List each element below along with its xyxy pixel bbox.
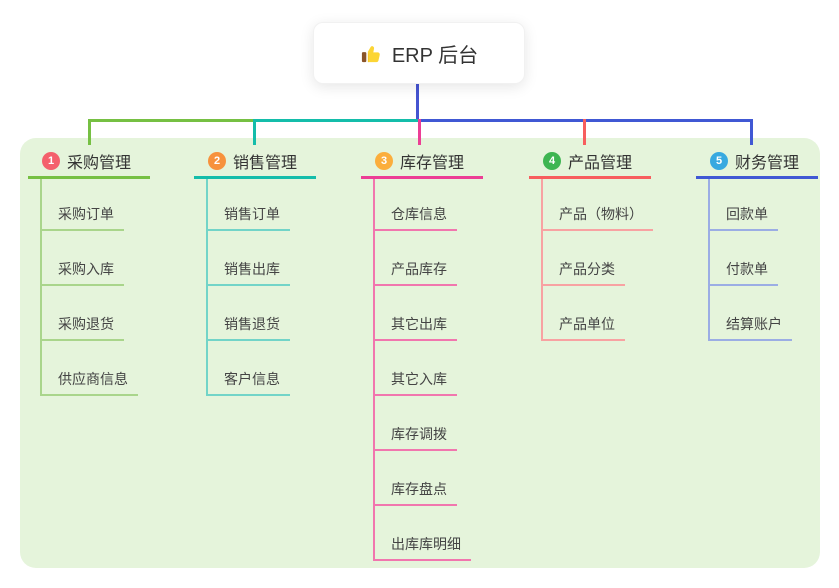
branch-badge: 4	[543, 152, 561, 170]
child-node-underline	[206, 339, 290, 341]
child-node-underline	[40, 284, 124, 286]
child-node-underline	[373, 229, 457, 231]
child-node-label[interactable]: 产品库存	[391, 261, 447, 277]
child-node-underline	[541, 284, 625, 286]
child-node-underline	[373, 339, 457, 341]
child-node-underline	[40, 229, 124, 231]
child-node-label[interactable]: 产品分类	[559, 261, 615, 277]
child-node-label[interactable]: 付款单	[726, 261, 768, 277]
branch-title-2[interactable]: 2 销售管理	[208, 150, 297, 172]
child-node-label[interactable]: 产品（物料）	[559, 206, 643, 222]
root-connector-line	[416, 82, 419, 122]
branch-badge: 2	[208, 152, 226, 170]
child-node-underline	[373, 449, 457, 451]
child-node-label[interactable]: 库存盘点	[391, 481, 447, 497]
branch-title-label: 产品管理	[568, 155, 633, 172]
child-node-underline	[40, 339, 124, 341]
child-node-label[interactable]: 其它入库	[391, 371, 447, 387]
branch-title-4[interactable]: 4 产品管理	[543, 150, 632, 172]
child-node-underline	[541, 229, 653, 231]
child-node-label[interactable]: 销售退货	[224, 316, 280, 332]
branch-children-connector	[708, 179, 710, 341]
child-node-label[interactable]: 其它出库	[391, 316, 447, 332]
child-node-label[interactable]: 库存调拨	[391, 426, 447, 442]
child-node-label[interactable]: 采购入库	[58, 261, 114, 277]
child-node-underline	[206, 229, 290, 231]
child-node-label[interactable]: 销售出库	[224, 261, 280, 277]
branch-badge: 1	[42, 152, 60, 170]
branches-panel	[20, 138, 820, 568]
child-node-underline	[206, 394, 290, 396]
branch-title-1[interactable]: 1 采购管理	[42, 150, 131, 172]
root-node[interactable]: ERP 后台	[313, 22, 525, 84]
child-node-label[interactable]: 出库库明细	[391, 536, 461, 552]
branch-children-connector	[541, 179, 543, 341]
child-node-underline	[541, 339, 625, 341]
branch-title-label: 销售管理	[233, 155, 298, 172]
branch-drop-line	[418, 119, 421, 145]
child-node-label[interactable]: 回款单	[726, 206, 768, 222]
child-node-underline	[708, 339, 792, 341]
root-label: ERP 后台	[391, 44, 479, 67]
child-node-label[interactable]: 客户信息	[224, 371, 280, 387]
child-node-underline	[206, 284, 290, 286]
branch-drop-line	[750, 119, 753, 145]
branch-children-connector	[40, 179, 42, 396]
branch-drop-line	[253, 119, 256, 145]
child-node-underline	[373, 394, 457, 396]
child-node-label[interactable]: 结算账户	[726, 316, 782, 332]
bus-segment-1	[88, 119, 254, 122]
bus-segment-2	[253, 119, 419, 122]
branch-children-connector	[206, 179, 208, 396]
child-node-underline	[373, 284, 457, 286]
child-node-label[interactable]: 供应商信息	[58, 371, 128, 387]
branch-badge: 5	[710, 152, 728, 170]
branch-title-3[interactable]: 3 库存管理	[375, 150, 464, 172]
child-node-label[interactable]: 仓库信息	[391, 206, 447, 222]
child-node-underline	[40, 394, 138, 396]
branch-title-label: 库存管理	[400, 155, 465, 172]
branch-badge: 3	[375, 152, 393, 170]
child-node-underline	[708, 284, 778, 286]
child-node-label[interactable]: 产品单位	[559, 316, 615, 332]
child-node-label[interactable]: 销售订单	[224, 206, 280, 222]
branch-drop-line	[583, 119, 586, 145]
branch-children-connector	[373, 179, 375, 561]
branch-title-underline	[194, 176, 316, 179]
branch-title-label: 采购管理	[67, 155, 132, 172]
branch-title-label: 财务管理	[735, 155, 800, 172]
branch-title-underline	[361, 176, 483, 179]
branch-title-underline	[696, 176, 818, 179]
child-node-underline	[708, 229, 778, 231]
child-node-label[interactable]: 采购订单	[58, 206, 114, 222]
thumbs-up-icon	[360, 42, 383, 65]
child-node-label[interactable]: 采购退货	[58, 316, 114, 332]
child-node-underline	[373, 559, 471, 561]
branch-title-underline	[28, 176, 150, 179]
branch-title-underline	[529, 176, 651, 179]
branch-title-5[interactable]: 5 财务管理	[710, 150, 799, 172]
child-node-underline	[373, 504, 457, 506]
branch-drop-line	[88, 119, 91, 145]
